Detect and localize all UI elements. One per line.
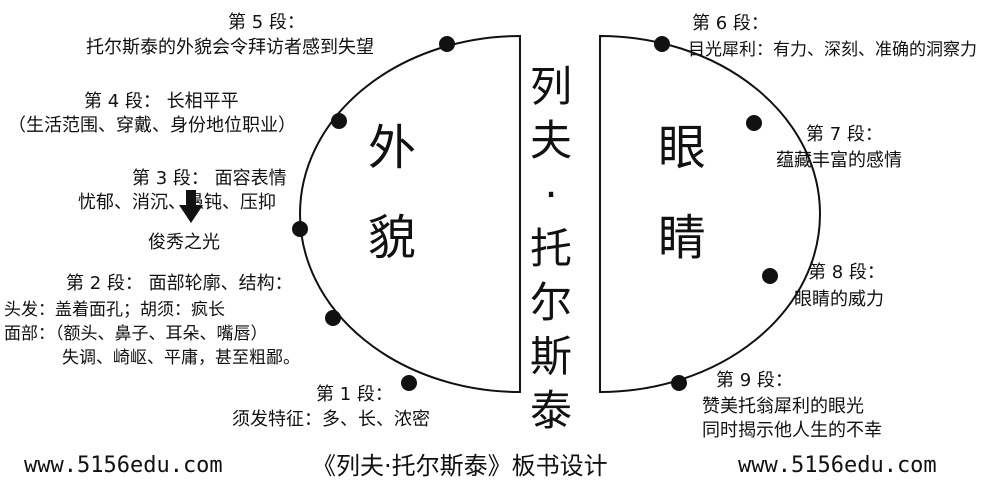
vertical-title: 列 夫 · 托 尔 斯 泰 bbox=[528, 60, 574, 438]
section-9-text-2: 同时揭示他人生的不幸 bbox=[702, 420, 882, 441]
dot-section-9 bbox=[671, 375, 687, 391]
title-char: 泰 bbox=[529, 386, 572, 435]
title-char: 夫 bbox=[529, 116, 572, 165]
section-6-title: 第 6 段： bbox=[692, 13, 769, 34]
section-4-text: （生活范围、穿戴、身份地位职业） bbox=[8, 115, 296, 136]
left-half-circle bbox=[299, 34, 521, 394]
section-2-face-desc: 失调、崎岖、平庸，甚至粗鄙。 bbox=[62, 348, 300, 368]
title-char: 尔 bbox=[529, 278, 572, 327]
section-8-text: 眼睛的威力 bbox=[794, 289, 884, 310]
title-char: · bbox=[544, 170, 558, 219]
title-char: 斯 bbox=[529, 332, 572, 381]
section-9-text: 赞美托翁犀利的眼光 bbox=[702, 396, 864, 417]
right-half-circle bbox=[599, 34, 821, 394]
section-2-title: 第 2 段： 面部轮廓、结构： bbox=[66, 273, 293, 294]
section-3-title: 第 3 段： 面容表情 bbox=[132, 168, 287, 189]
section-2-hair: 头发：盖着面孔；胡须：疯长 bbox=[4, 300, 225, 320]
footer-url-left[interactable]: www.5156edu.com bbox=[24, 453, 223, 478]
dot-section-5 bbox=[439, 36, 455, 52]
section-7-title: 第 7 段： bbox=[806, 124, 883, 145]
dot-section-4 bbox=[331, 113, 347, 129]
footer-url-right[interactable]: www.5156edu.com bbox=[738, 453, 937, 478]
appearance-char-2: 貌 bbox=[368, 210, 417, 266]
appearance-char-1: 外 bbox=[368, 120, 417, 176]
section-2-face: 面部：（额头、鼻子、耳朵、嘴唇） bbox=[4, 324, 268, 344]
section-7-text: 蕴藏丰富的感情 bbox=[776, 150, 902, 171]
section-5-title: 第 5 段： bbox=[228, 12, 305, 33]
eyes-char-2: 睛 bbox=[658, 210, 707, 266]
section-3-result: 俊秀之光 bbox=[148, 232, 220, 253]
section-1-title: 第 1 段： bbox=[316, 384, 393, 405]
section-5-text: 托尔斯泰的外貌会令拜访者感到失望 bbox=[86, 37, 374, 58]
section-6-text: 目光犀利：有力、深刻、准确的洞察力 bbox=[688, 40, 977, 60]
dot-section-7 bbox=[746, 115, 762, 131]
eyes-char-1: 眼 bbox=[658, 120, 707, 176]
section-1-text: 须发特征：多、长、浓密 bbox=[232, 409, 430, 430]
section-3-text: 忧郁、消沉、愚钝、压抑 bbox=[78, 192, 276, 213]
dot-section-3 bbox=[292, 221, 308, 237]
dot-section-8 bbox=[762, 268, 778, 284]
dot-section-2 bbox=[325, 310, 341, 326]
section-4-title: 第 4 段： 长相平平 bbox=[84, 91, 239, 112]
title-char: 托 bbox=[529, 224, 572, 273]
title-char: 列 bbox=[529, 62, 572, 111]
section-9-title: 第 9 段： bbox=[716, 370, 793, 391]
section-8-title: 第 8 段： bbox=[808, 262, 885, 283]
footer-caption: 《列夫·托尔斯泰》板书设计 bbox=[312, 452, 608, 480]
down-arrow-icon bbox=[179, 190, 203, 223]
dot-section-1 bbox=[401, 375, 417, 391]
dot-section-6 bbox=[654, 36, 670, 52]
